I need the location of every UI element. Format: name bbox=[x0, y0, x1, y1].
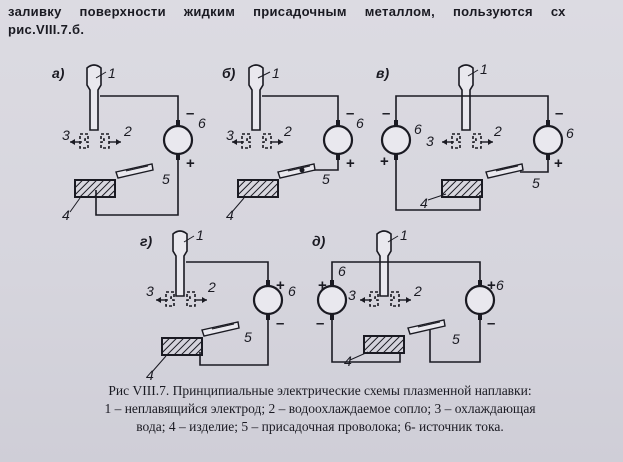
callout-2: 2 bbox=[123, 123, 132, 139]
callout-4: 4 bbox=[146, 367, 154, 383]
callout-6: 6 bbox=[288, 283, 296, 299]
callout-6-right: 6 bbox=[496, 277, 504, 293]
callout-6-right: 6 bbox=[566, 125, 574, 141]
plus-sign: + bbox=[276, 277, 285, 294]
callout-5: 5 bbox=[532, 175, 540, 191]
plus-sign-right: + bbox=[554, 155, 563, 172]
plus-sign: + bbox=[186, 155, 195, 172]
minus-sign: – bbox=[186, 105, 194, 122]
plus-sign-left: + bbox=[380, 153, 389, 170]
diagram-b: б) 1 3 2 5 4 6 – + bbox=[222, 64, 364, 223]
callout-6: 6 bbox=[356, 115, 364, 131]
diagram-label: г) bbox=[140, 233, 152, 249]
callout-1: 1 bbox=[480, 61, 488, 77]
callout-6-left: 6 bbox=[338, 263, 346, 279]
callout-5: 5 bbox=[244, 329, 252, 345]
diagram-label: а) bbox=[52, 65, 65, 81]
plus-sign-right: + bbox=[487, 277, 496, 294]
word: жидким bbox=[183, 4, 236, 19]
word: заливку bbox=[8, 4, 62, 19]
callout-3: 3 bbox=[62, 127, 70, 143]
callout-2: 2 bbox=[493, 123, 502, 139]
caption-line-1: Рис VIII.7. Принципиальные электрические… bbox=[108, 383, 532, 398]
diagram-d: д) 1 3 2 5 4 6 6 + – + – bbox=[312, 227, 504, 369]
callout-1: 1 bbox=[108, 65, 116, 81]
callout-1: 1 bbox=[400, 227, 408, 243]
callout-2: 2 bbox=[283, 123, 292, 139]
minus-sign-right: – bbox=[555, 105, 563, 122]
callout-4: 4 bbox=[62, 207, 70, 223]
callout-4: 4 bbox=[420, 195, 428, 211]
diagram-a: а) 1 3 2 5 4 6 – + bbox=[52, 64, 206, 223]
plus-sign: + bbox=[346, 155, 355, 172]
diagram-g: г) 1 3 2 5 4 6 + – bbox=[140, 227, 296, 383]
callout-1: 1 bbox=[196, 227, 204, 243]
word: пользуются bbox=[453, 4, 533, 19]
callout-6-left: 6 bbox=[414, 121, 422, 137]
callout-2: 2 bbox=[413, 283, 422, 299]
diagram-label: д) bbox=[312, 233, 326, 249]
diagram-label: б) bbox=[222, 65, 236, 81]
diagram-v: в) 1 3 2 5 4 6 6 – + – + bbox=[376, 61, 574, 211]
callout-3: 3 bbox=[426, 133, 434, 149]
callout-3: 3 bbox=[146, 283, 154, 299]
callout-6: 6 bbox=[198, 115, 206, 131]
callout-5: 5 bbox=[162, 171, 170, 187]
callout-4: 4 bbox=[226, 207, 234, 223]
minus-sign-left: – bbox=[382, 105, 390, 122]
callout-5: 5 bbox=[322, 171, 330, 187]
word: поверхности bbox=[79, 4, 166, 19]
minus-sign: – bbox=[276, 315, 284, 332]
caption-line-3: вода; 4 – изделие; 5 – присадочная прово… bbox=[136, 419, 504, 434]
callout-4: 4 bbox=[344, 353, 352, 369]
minus-sign: – bbox=[346, 105, 354, 122]
minus-sign-left: – bbox=[316, 315, 324, 332]
figure-caption: Рис VIII.7. Принципиальные электрические… bbox=[60, 382, 580, 436]
minus-sign-right: – bbox=[487, 315, 495, 332]
callout-1: 1 bbox=[272, 65, 280, 81]
word: присадочным bbox=[253, 4, 347, 19]
callout-5: 5 bbox=[452, 331, 460, 347]
callout-3: 3 bbox=[348, 287, 356, 303]
callout-2: 2 bbox=[207, 279, 216, 295]
body-text-line-2: рис.VIII.7.б. bbox=[8, 22, 85, 37]
word: металлом, bbox=[364, 4, 436, 19]
word: сх bbox=[550, 4, 566, 19]
body-text-line-1: заливку поверхности жидким присадочным м… bbox=[8, 4, 620, 19]
callout-3: 3 bbox=[226, 127, 234, 143]
diagram-label: в) bbox=[376, 65, 389, 81]
plus-sign-left: + bbox=[318, 277, 327, 294]
caption-line-2: 1 – неплавящийся электрод; 2 – водоохлаж… bbox=[104, 401, 536, 416]
